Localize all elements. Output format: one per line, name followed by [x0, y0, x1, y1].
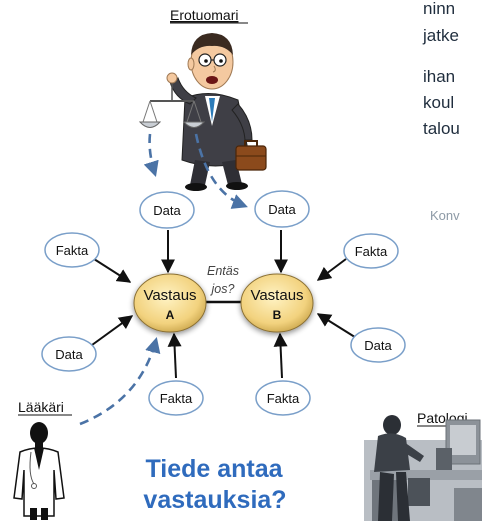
- answer-b-node: [240, 273, 314, 333]
- answer-a-node: [133, 273, 207, 333]
- data-node: [254, 190, 310, 228]
- answer-a-letter: A: [166, 308, 175, 322]
- arrow-line: [316, 258, 347, 281]
- side-text-line: ihan: [423, 67, 456, 86]
- data-node: [350, 327, 406, 363]
- judge-label: Erotuomari: [170, 7, 238, 23]
- doctor-label: Lääkäri: [18, 399, 64, 415]
- side-text-line: koul: [423, 93, 455, 112]
- fakta-node-label: Fakta: [56, 243, 89, 258]
- arrow-line: [316, 313, 359, 340]
- side-text-line: ninn: [423, 0, 456, 18]
- data-node-label: Data: [364, 338, 392, 353]
- data-node-label: Data: [268, 202, 296, 217]
- what-if-line1: Entäs: [207, 264, 239, 278]
- what-if-line2: jos?: [210, 282, 235, 296]
- fakta-node: [44, 232, 100, 268]
- side-text-line: jatke: [423, 26, 459, 45]
- answer-b-letter: B: [273, 308, 282, 322]
- judge-figure-icon: [166, 33, 267, 191]
- arrow-line: [273, 332, 288, 379]
- data-node: [139, 191, 195, 229]
- dashed-arrow: [194, 133, 248, 209]
- answer-a-title: Vastaus: [143, 287, 196, 304]
- fakta-node-label: Fakta: [267, 391, 300, 406]
- headline-line1: Tiede antaa: [145, 455, 283, 483]
- fakta-node: [343, 233, 399, 269]
- headline-line2: vastauksia?: [143, 486, 286, 514]
- doctor-figure-icon: [13, 422, 65, 520]
- fakta-node: [255, 380, 311, 416]
- side-text-line: talou: [423, 119, 460, 138]
- balance-scale-icon: [138, 84, 206, 128]
- arrow-line: [91, 315, 134, 346]
- answer-b-title: Vastaus: [250, 287, 303, 304]
- side-caption: Konv: [430, 208, 460, 223]
- data-node-label: Data: [55, 347, 83, 362]
- dashed-arrow: [143, 133, 159, 177]
- fakta-node-label: Fakta: [355, 244, 388, 259]
- arrow-line: [167, 332, 182, 379]
- fakta-node-label: Fakta: [160, 391, 193, 406]
- pathologist-lab-icon: [364, 415, 482, 521]
- arrow-line: [93, 258, 132, 283]
- data-node-label: Data: [153, 203, 181, 218]
- fakta-node: [148, 380, 204, 416]
- data-node: [41, 336, 97, 372]
